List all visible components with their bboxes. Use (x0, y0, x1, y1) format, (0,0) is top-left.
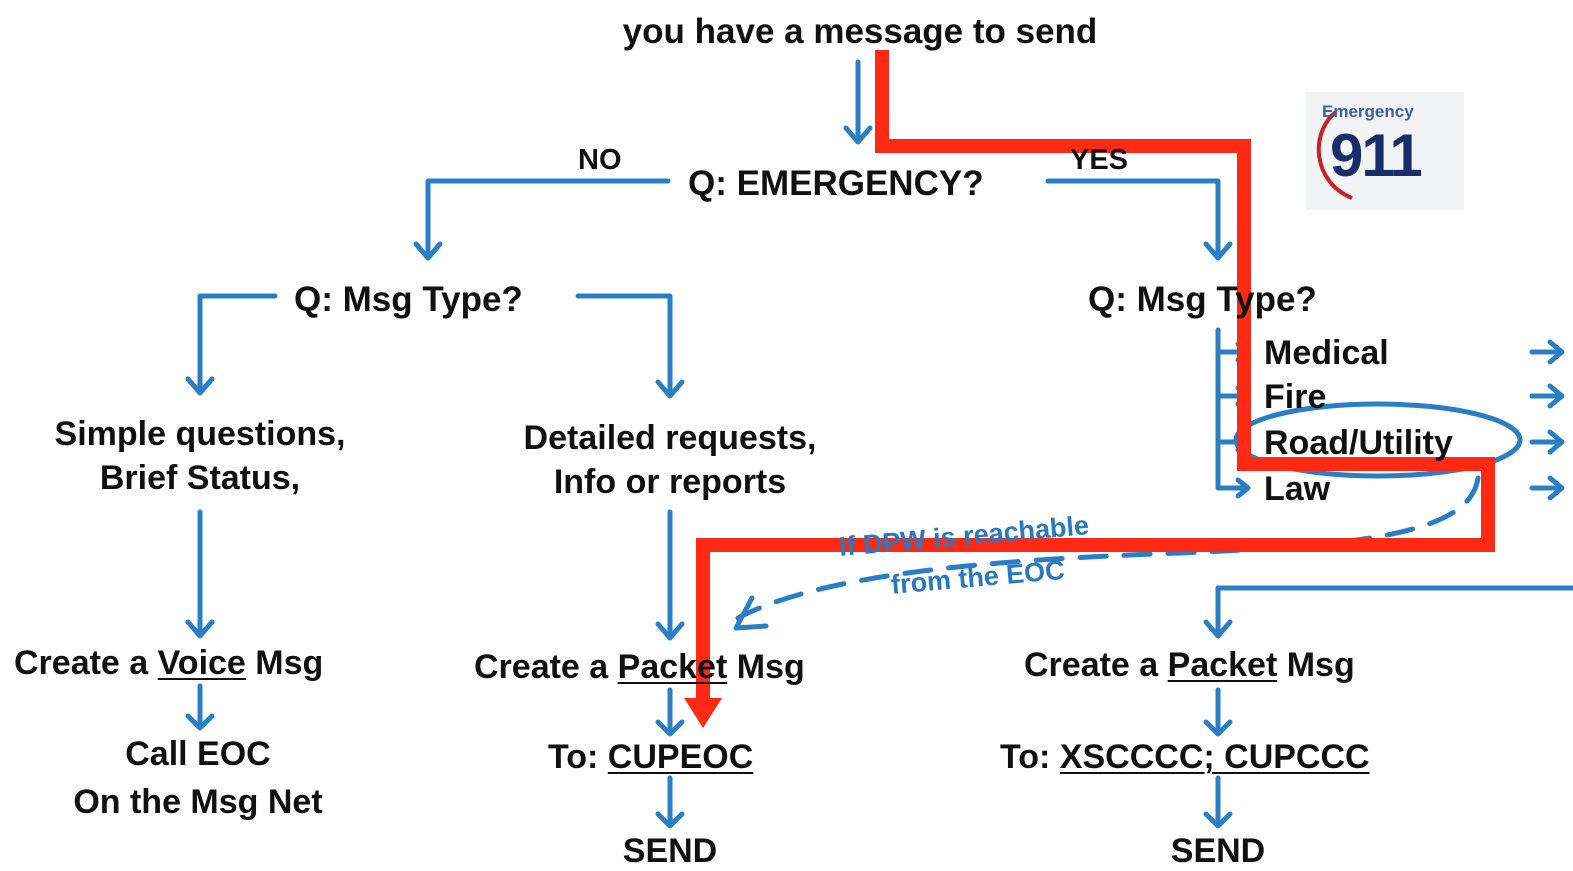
arrow-to-simple (185, 293, 278, 396)
create-voice-post: Msg (245, 644, 324, 682)
right-packet-pre: Create a (1024, 646, 1168, 684)
type-medical: Medical (1264, 334, 1389, 372)
type-law: Law (1264, 470, 1331, 508)
arrow-yes-branch (1045, 178, 1233, 261)
right-packet-em: Packet (1167, 646, 1278, 684)
detailed-line2: Info or reports (553, 463, 787, 501)
no-label: NO (578, 144, 622, 176)
arrow-right-packet-to-to (1203, 687, 1233, 737)
arrow-right-to-to-send (1203, 775, 1233, 829)
arrow-to-detailed (575, 293, 685, 399)
emergency-911-logo: Emergency 911 (1306, 92, 1464, 210)
detailed-line1: Detailed requests, (523, 419, 817, 457)
send-right: SEND (1170, 832, 1266, 870)
create-voice-msg: Create a Voice Msg (14, 646, 323, 680)
out-arrow-law (1529, 475, 1565, 501)
type-fire: Fire (1264, 378, 1327, 416)
arrow-return-to-packet (1203, 585, 1573, 639)
arrow-to-to-send (655, 775, 685, 829)
logo-swoosh-icon (1316, 110, 1353, 200)
left-packet-em: Packet (617, 648, 728, 686)
dashed-arrowhead (733, 595, 769, 631)
right-msgtype-question: Q: Msg Type? (1088, 280, 1317, 319)
simple-line2: Brief Status, (99, 459, 301, 497)
red-highlight-route (696, 50, 1495, 700)
dashed-route (735, 475, 1481, 621)
to-cupeoc: To: CUPEOC (548, 740, 753, 774)
left-msgtype-question: Q: Msg Type? (294, 280, 523, 319)
left-packet-pre: Create a (474, 648, 618, 686)
right-to-em: XSCCCC; CUPCCC (1059, 738, 1370, 776)
arrow-simple-to-voice (185, 509, 215, 639)
yes-label: YES (1070, 144, 1129, 176)
arrow-voice-to-call (185, 683, 215, 731)
out-arrow-medical (1529, 339, 1565, 365)
red-arrowhead (684, 698, 722, 728)
type-road-utility: Road/Utility (1264, 424, 1453, 462)
out-arrow-fire (1529, 383, 1565, 409)
road-utility-highlight-ellipse (1233, 401, 1523, 479)
simple-line1: Simple questions, (54, 415, 346, 453)
create-voice-pre: Create a (14, 644, 158, 682)
send-left: SEND (622, 832, 718, 870)
arrow-packet-to-to (655, 687, 685, 737)
call-eoc-line2: On the Msg Net (73, 783, 323, 821)
left-to-pre: To: (548, 738, 608, 776)
out-arrow-road (1529, 429, 1565, 455)
to-xscccc-cupccc: To: XSCCCC; CUPCCC (1000, 740, 1370, 774)
left-packet-post: Msg (727, 648, 805, 686)
logo-emergency-text: Emergency (1322, 102, 1414, 121)
create-packet-msg-right: Create a Packet Msg (1024, 648, 1355, 682)
emergency-question: Q: EMERGENCY? (688, 164, 984, 203)
right-packet-post: Msg (1277, 646, 1355, 684)
create-packet-msg-left: Create a Packet Msg (474, 650, 805, 684)
logo-911-text: 911 (1330, 122, 1423, 189)
left-to-em: CUPEOC (607, 738, 754, 776)
arrow-detailed-to-packet (655, 509, 685, 641)
arrow-start-to-emergency (843, 59, 873, 145)
arrow-no-branch (413, 178, 671, 261)
arrow-law (1215, 477, 1251, 499)
call-eoc-line1: Call EOC (125, 735, 271, 773)
right-to-pre: To: (1000, 738, 1060, 776)
start-text: you have a message to send (622, 12, 1098, 51)
create-voice-em: Voice (157, 644, 246, 682)
